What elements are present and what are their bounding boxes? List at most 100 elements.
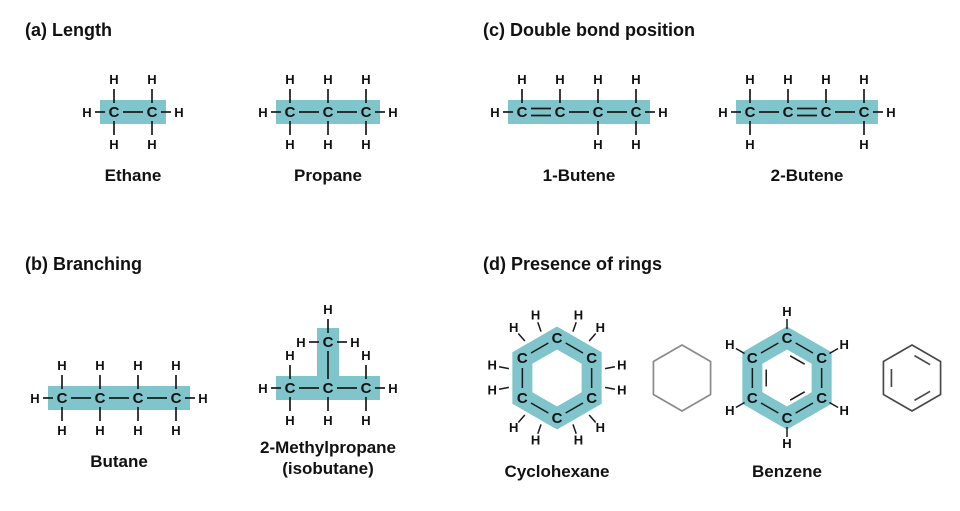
- svg-text:H: H: [839, 337, 848, 352]
- svg-text:H: H: [859, 72, 868, 87]
- svg-text:H: H: [95, 423, 104, 438]
- molecule-sublabel-isobutane: (isobutane): [282, 459, 374, 479]
- svg-text:H: H: [361, 413, 370, 428]
- svg-text:C: C: [859, 104, 870, 121]
- svg-text:H: H: [782, 304, 791, 319]
- svg-text:H: H: [555, 72, 564, 87]
- svg-text:C: C: [747, 390, 758, 407]
- svg-text:H: H: [388, 381, 397, 396]
- svg-text:H: H: [509, 320, 518, 335]
- svg-text:C: C: [171, 390, 182, 407]
- svg-text:H: H: [109, 72, 118, 87]
- svg-text:C: C: [109, 104, 120, 121]
- cyclohexane-shorthand-icon: [652, 344, 712, 412]
- svg-text:C: C: [285, 380, 296, 397]
- svg-text:H: H: [57, 423, 66, 438]
- svg-text:H: H: [296, 335, 305, 350]
- molecule-label-cyclohexane: Cyclohexane: [504, 462, 610, 481]
- svg-text:H: H: [886, 105, 895, 120]
- svg-text:H: H: [258, 381, 267, 396]
- panel-d-title: (d) Presence of rings: [483, 254, 663, 274]
- svg-text:H: H: [490, 105, 499, 120]
- svg-text:H: H: [109, 137, 118, 152]
- molecule-label-ethane: Ethane: [104, 166, 162, 185]
- svg-text:H: H: [596, 320, 605, 335]
- svg-text:H: H: [531, 432, 540, 447]
- svg-text:C: C: [586, 390, 597, 407]
- svg-text:H: H: [350, 335, 359, 350]
- svg-text:C: C: [745, 104, 756, 121]
- svg-text:H: H: [574, 432, 583, 447]
- svg-text:C: C: [747, 350, 758, 367]
- svg-text:H: H: [596, 420, 605, 435]
- svg-text:H: H: [593, 72, 602, 87]
- panel-a-title: (a) Length: [25, 20, 112, 40]
- svg-text:C: C: [816, 390, 827, 407]
- svg-text:H: H: [198, 391, 207, 406]
- svg-text:C: C: [783, 104, 794, 121]
- svg-text:H: H: [285, 137, 294, 152]
- svg-text:C: C: [552, 330, 563, 347]
- svg-text:H: H: [725, 403, 734, 418]
- svg-text:H: H: [171, 358, 180, 373]
- svg-text:H: H: [57, 358, 66, 373]
- svg-text:H: H: [171, 423, 180, 438]
- svg-text:C: C: [631, 104, 642, 121]
- svg-text:H: H: [509, 420, 518, 435]
- panel-c-title: (c) Double bond position: [483, 20, 695, 40]
- svg-text:H: H: [488, 383, 497, 398]
- svg-text:C: C: [517, 350, 528, 367]
- svg-text:H: H: [174, 105, 183, 120]
- svg-text:H: H: [617, 357, 626, 372]
- svg-text:H: H: [323, 72, 332, 87]
- svg-text:H: H: [147, 72, 156, 87]
- benzene-shorthand-icon: [882, 344, 942, 412]
- svg-text:H: H: [361, 72, 370, 87]
- svg-text:H: H: [517, 72, 526, 87]
- svg-text:H: H: [488, 357, 497, 372]
- svg-text:H: H: [285, 72, 294, 87]
- svg-text:H: H: [745, 72, 754, 87]
- svg-text:C: C: [816, 350, 827, 367]
- svg-text:H: H: [745, 137, 754, 152]
- svg-text:C: C: [782, 330, 793, 347]
- svg-text:H: H: [323, 137, 332, 152]
- molecule-label-benzene: Benzene: [752, 462, 822, 481]
- svg-text:H: H: [658, 105, 667, 120]
- svg-text:H: H: [725, 337, 734, 352]
- svg-text:C: C: [57, 390, 68, 407]
- svg-text:C: C: [586, 350, 597, 367]
- svg-text:H: H: [593, 137, 602, 152]
- svg-text:H: H: [783, 72, 792, 87]
- svg-text:C: C: [517, 390, 528, 407]
- svg-text:H: H: [323, 302, 332, 317]
- svg-text:C: C: [555, 104, 566, 121]
- svg-text:C: C: [285, 104, 296, 121]
- svg-text:H: H: [531, 308, 540, 323]
- svg-text:H: H: [782, 436, 791, 451]
- svg-text:H: H: [631, 137, 640, 152]
- svg-text:C: C: [323, 334, 334, 351]
- svg-text:C: C: [323, 380, 334, 397]
- svg-text:H: H: [30, 391, 39, 406]
- svg-text:H: H: [361, 137, 370, 152]
- svg-text:H: H: [361, 348, 370, 363]
- svg-text:H: H: [323, 413, 332, 428]
